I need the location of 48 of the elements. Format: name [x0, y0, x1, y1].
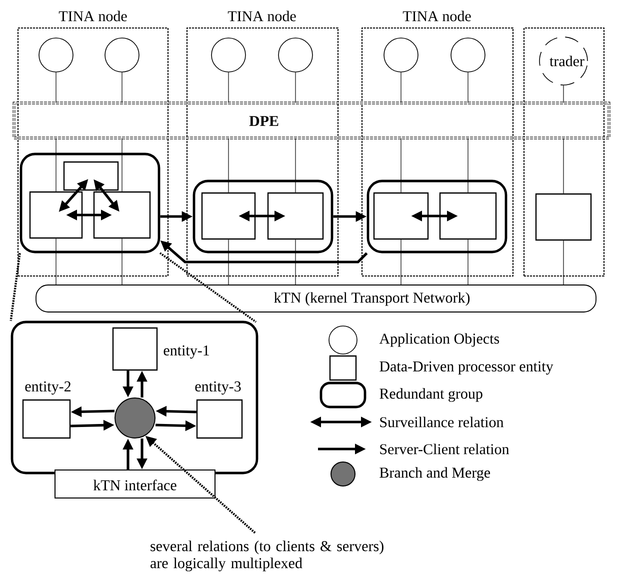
connector-line — [228, 72, 229, 103]
entity-box — [29, 191, 83, 239]
group-outline — [366, 180, 508, 254]
dashed-frame — [524, 28, 604, 276]
object-circle — [104, 38, 140, 72]
connector-line — [400, 239, 402, 285]
connector-line — [295, 72, 296, 103]
legend-text: Surveillance relation — [380, 416, 504, 428]
connector-line — [295, 138, 296, 193]
frame-heading: TINA node — [58, 10, 127, 22]
object-circle — [450, 38, 486, 72]
entity-box — [535, 193, 592, 241]
legend-text: Branch and Merge — [380, 467, 490, 481]
connector-line — [295, 239, 296, 285]
object-circle — [211, 38, 246, 72]
legend-text: Redundant group — [380, 388, 482, 402]
dpe-band: DPE — [12, 102, 610, 140]
connector-line — [400, 72, 402, 103]
zoom-line — [10, 253, 21, 321]
connector-line — [563, 240, 564, 285]
object-circle — [384, 38, 418, 72]
legend-text: Data-Driven processor entity — [380, 361, 554, 375]
legend-text: Server-Client relation — [380, 444, 510, 454]
frame-heading: TINA node — [228, 10, 296, 22]
entity-label: entity-3 — [195, 381, 241, 395]
entity-box — [267, 192, 324, 240]
note-text: several relations (to clients & servers) are logically multiplexed — [150, 540, 384, 572]
branch-circle — [114, 398, 156, 438]
object-circle — [38, 38, 74, 72]
group-outline — [192, 180, 334, 254]
entity-label: entity-2 — [25, 381, 70, 395]
entity-box — [93, 191, 151, 239]
legend-text: Application Objects — [379, 333, 500, 347]
connector-line — [400, 138, 402, 193]
connector-line — [563, 85, 564, 103]
frame-heading: TINA node — [402, 10, 471, 22]
connector-line — [228, 138, 229, 193]
connector-line — [228, 239, 229, 285]
connector-line — [563, 138, 564, 194]
network-band: kTN (kernel Transport Network) — [36, 284, 596, 312]
entity-box — [439, 192, 497, 240]
group-outline — [20, 152, 160, 254]
entity-box — [63, 161, 119, 191]
entity-box — [201, 192, 256, 240]
entity-box — [373, 192, 429, 240]
object-circle — [278, 38, 313, 72]
entity-label: entity-1 — [164, 345, 209, 359]
interface-box: kTN interface — [54, 470, 216, 498]
